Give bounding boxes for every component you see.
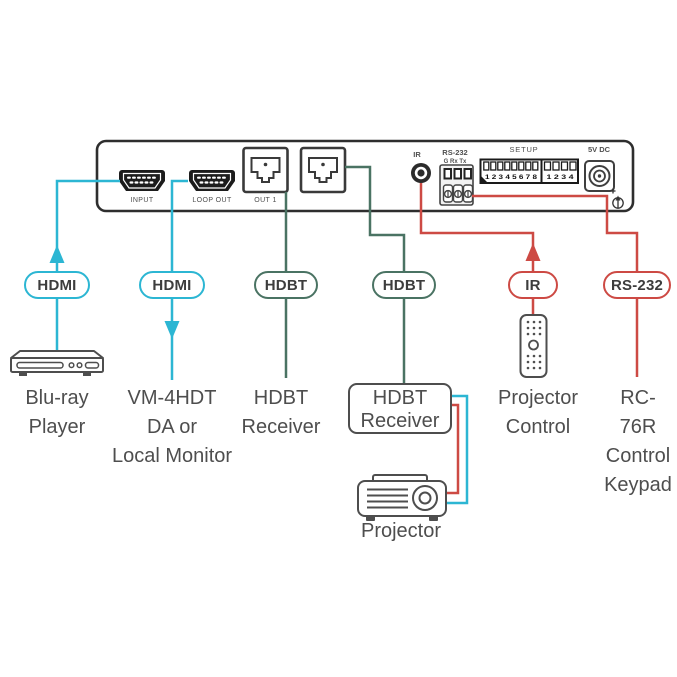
tag-hdbt-out2: HDBT	[372, 271, 436, 299]
label-projector: Projector	[360, 520, 442, 542]
arrow-down-hdmi-loop	[164, 321, 180, 339]
device-rear-panel: INPUT LOOP OUT OUT 1 IR RS-232 G Rx Tx	[95, 139, 635, 213]
tag-rs232: RS-232	[603, 271, 671, 299]
cable-hdmi-loop	[170, 179, 188, 380]
rs232-pins-label: G Rx Tx	[444, 159, 467, 165]
tag-hdbt-out1: HDBT	[254, 271, 318, 299]
hdbt-out1-port-icon	[242, 146, 289, 194]
ground-symbol-icon	[610, 188, 624, 209]
cable-receiver-rs232	[445, 403, 460, 495]
arrow-up-hdmi-input	[49, 245, 65, 263]
hdbt-receiver-2-box: HDBT Receiver	[348, 383, 452, 434]
cable-receiver-hdmi	[445, 394, 469, 505]
dip4-numbers: 1 2 3 4	[547, 175, 575, 181]
ir-jack-icon	[411, 163, 431, 183]
ir-port-label: IR	[413, 150, 421, 159]
hdbt-out2-port-icon	[299, 146, 347, 194]
bluray-player-icon	[10, 350, 104, 376]
projector-icon	[357, 474, 447, 521]
setup-label: SETUP	[509, 145, 538, 154]
label-rc76r-keypad: RC-76R Control Keypad	[604, 387, 672, 496]
dip-switch-8-icon: 1 2 3 4 5 6 7 8	[479, 158, 543, 184]
tag-hdmi-loop: HDMI	[139, 271, 205, 299]
hdmi-loop-out-port-icon	[188, 169, 236, 192]
tag-ir: IR	[508, 271, 558, 299]
power-jack-icon	[584, 160, 615, 192]
loop-out-port-label: LOOP OUT	[192, 197, 232, 204]
label-hdbt-receiver-1: HDBT Receiver	[241, 387, 321, 438]
dip8-numbers: 1 2 3 4 5 6 7 8	[485, 175, 538, 181]
hdmi-input-port-icon	[118, 169, 166, 192]
label-projector-control: Projector Control	[497, 387, 579, 438]
arrow-up-ir	[525, 243, 541, 261]
dip-switch-4-icon: 1 2 3 4	[540, 158, 579, 184]
out1-port-label: OUT 1	[254, 197, 277, 204]
input-port-label: INPUT	[131, 197, 154, 204]
rs232-terminal-block-icon	[439, 164, 474, 206]
power-label: 5V DC	[588, 145, 611, 154]
remote-control-icon	[519, 314, 548, 378]
label-vm4hdt: VM-4HDT DA or Local Monitor	[111, 387, 233, 467]
tag-hdmi-input: HDMI	[24, 271, 90, 299]
rs232-port-label: RS-232	[442, 148, 467, 157]
label-bluray-player: Blu-ray Player	[25, 387, 89, 438]
